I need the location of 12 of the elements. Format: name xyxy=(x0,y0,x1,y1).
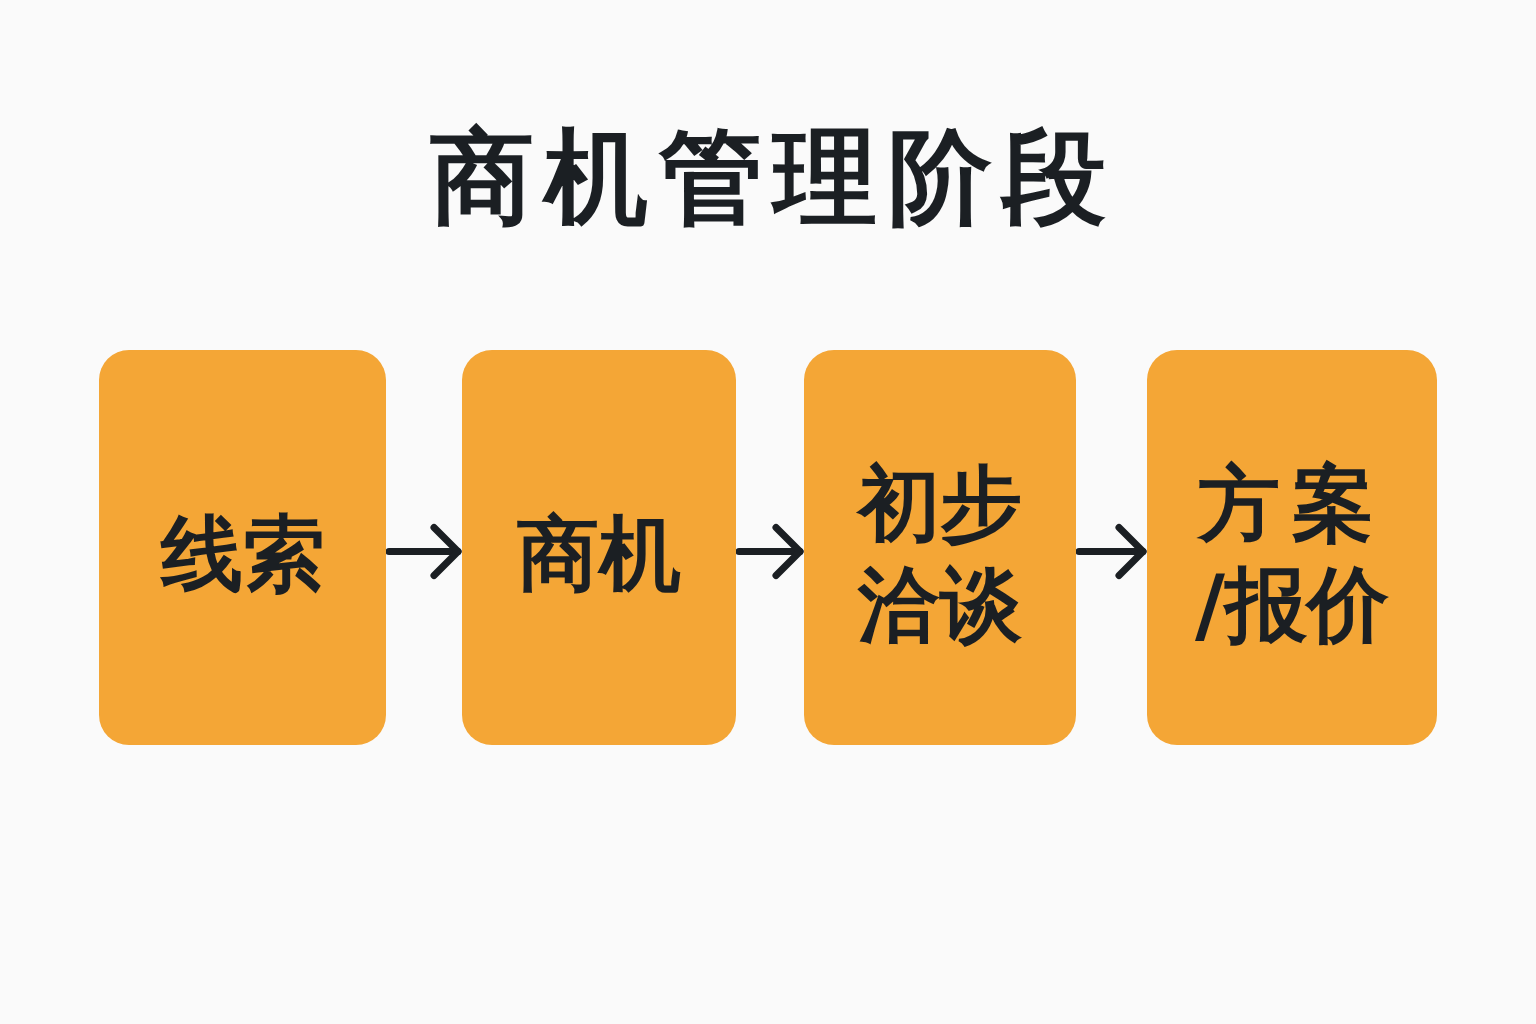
step-label: 商机 xyxy=(517,505,681,604)
arrow xyxy=(385,524,462,579)
arrow xyxy=(735,524,804,579)
arrow xyxy=(1075,524,1147,579)
process-box xyxy=(462,350,736,745)
process-box xyxy=(99,350,386,745)
step-label: 初步洽谈 xyxy=(855,455,1023,654)
step-label: 方案/报价 xyxy=(1194,455,1390,654)
process-box xyxy=(804,350,1076,745)
title: 商机管理阶段 xyxy=(429,115,1117,240)
step-label: 线索 xyxy=(160,505,325,604)
process-box xyxy=(1147,350,1437,745)
